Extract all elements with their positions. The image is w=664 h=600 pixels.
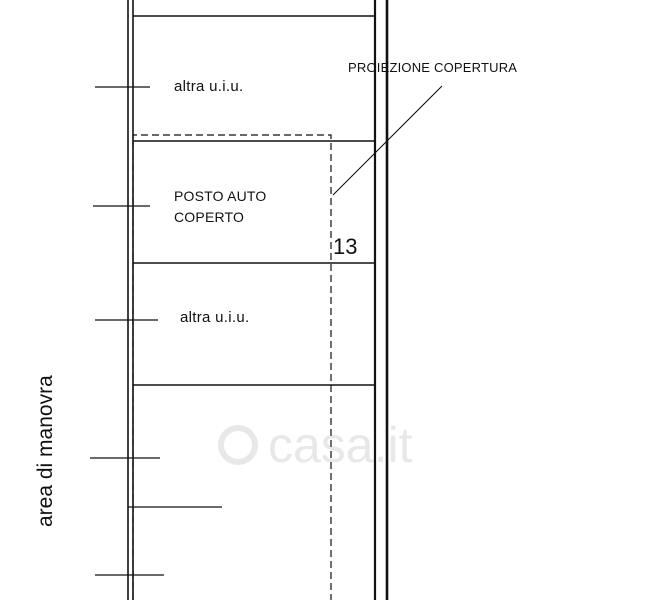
label-area-di-manovra: area di manovra [34,375,57,527]
label-proiezione-copertura: PROIEZIONE COPERTURA [348,60,518,75]
label-posto-auto-line2: COPERTO [174,209,245,225]
label-number: 13 [333,234,358,259]
watermark: casa.it [218,408,446,482]
roof-projection-leader [332,85,443,196]
house-icon [218,425,258,465]
label-altra-uiu-mid: altra u.i.u. [180,309,250,326]
roof-projection-dashed [132,134,332,600]
label-altra-uiu-top: altra u.i.u. [174,78,244,95]
watermark-text: casa.it [268,417,413,473]
label-posto-auto-line1: POSTO AUTO [174,188,267,204]
